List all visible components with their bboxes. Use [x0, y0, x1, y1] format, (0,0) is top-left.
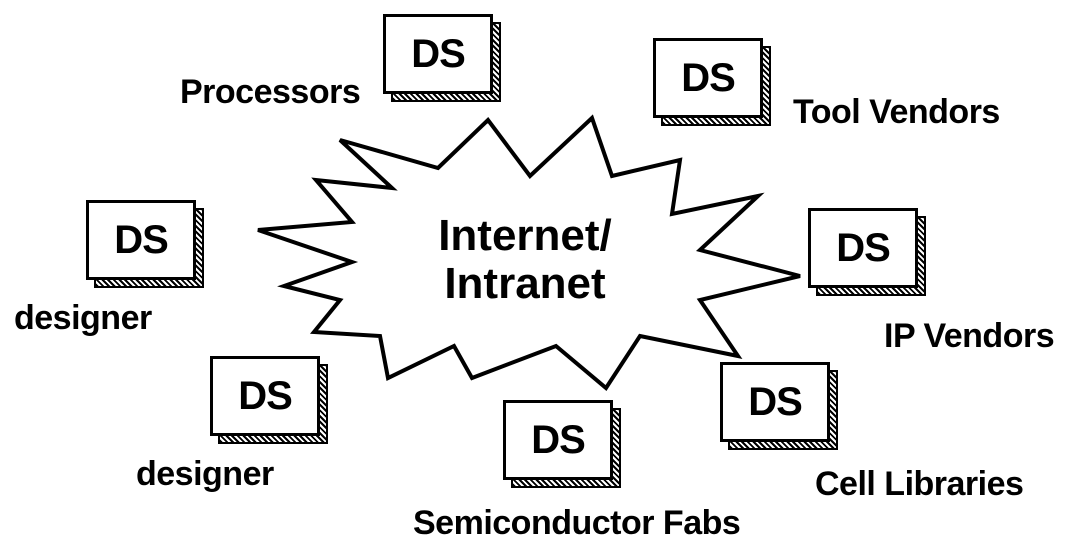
node-label-semiconductor-fabs: Semiconductor Fabs	[413, 504, 741, 542]
node-label-cell-libraries: Cell Libraries	[815, 465, 1024, 503]
node-label-designer-bottom: designer	[136, 455, 274, 493]
ds-node-designer-bottom: DS	[210, 356, 328, 444]
ds-label: DS	[114, 217, 169, 262]
ds-label: DS	[681, 55, 736, 100]
hub-label-line1: Internet/	[438, 211, 612, 260]
ds-label: DS	[836, 225, 891, 270]
ds-node-designer-left: DS	[86, 200, 204, 288]
ds-node-processors: DS	[383, 14, 501, 102]
node-label-designer-left: designer	[14, 299, 152, 337]
ds-label: DS	[748, 379, 803, 424]
ds-label: DS	[411, 31, 466, 76]
hub-label-line2: Intranet	[444, 259, 606, 308]
node-label-processors: Processors	[180, 73, 361, 111]
ds-node-tool-vendors: DS	[653, 38, 771, 126]
node-label-ip-vendors: IP Vendors	[884, 317, 1055, 355]
ds-label: DS	[531, 417, 586, 462]
node-label-tool-vendors: Tool Vendors	[793, 93, 1000, 131]
ds-node-semiconductor-fabs: DS	[503, 400, 621, 488]
ds-label: DS	[238, 373, 293, 418]
hub-label: Internet/ Intranet	[420, 212, 630, 308]
ds-node-cell-libraries: DS	[720, 362, 838, 450]
ds-node-ip-vendors: DS	[808, 208, 926, 296]
